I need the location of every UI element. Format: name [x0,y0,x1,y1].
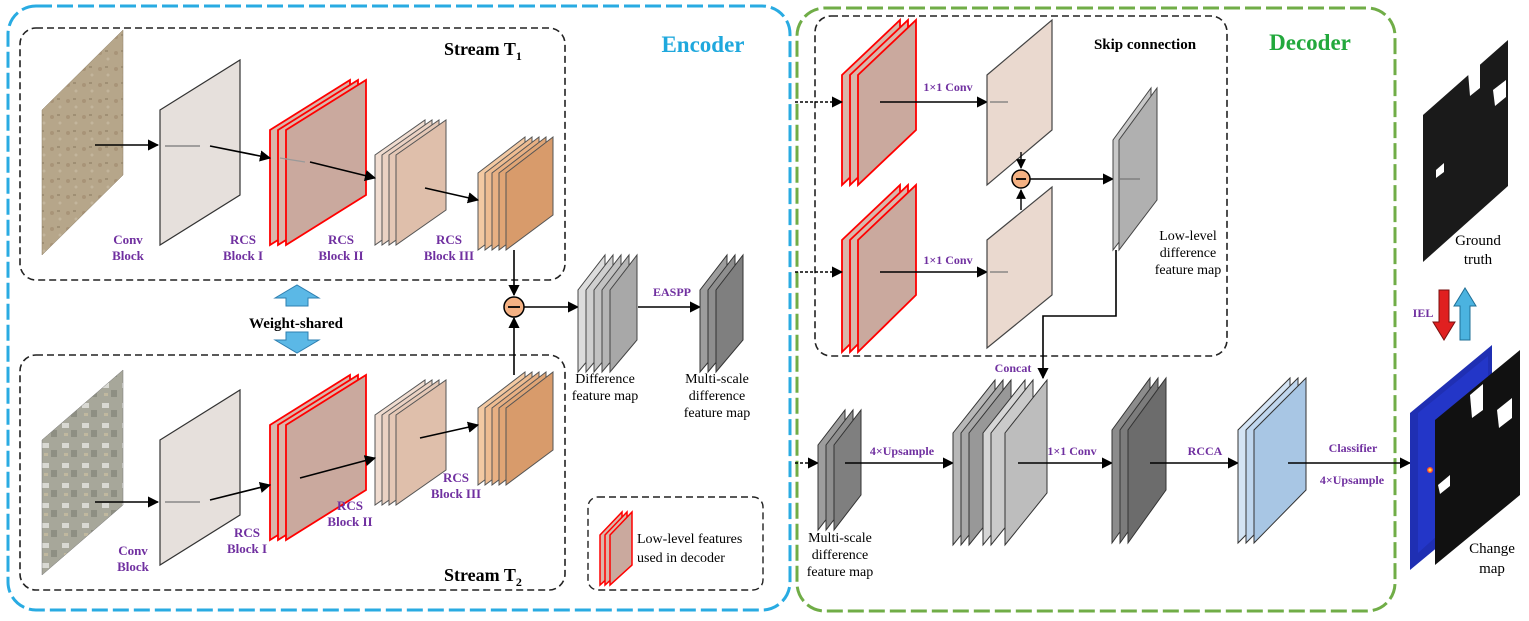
upsample1-label: 4×Upsample [870,444,935,458]
encoder-border [6,4,792,612]
skip-connection-frame [814,15,1228,357]
weight-shared-label: Weight-shared [249,316,344,332]
iel-label: IEL [1413,306,1434,320]
rcca-label: RCCA [1188,444,1223,458]
conv-plane-t2 [159,388,241,567]
skip-connection-label: Skip connection [1094,37,1197,53]
stream2-title: Stream T2 [444,565,522,589]
difference-feature-map [577,253,638,374]
input-image-t1 [41,29,124,256]
stream1-frame [19,27,566,281]
decoder-title: Decoder [1269,30,1351,55]
multiscale-feature-map-encoder [699,253,744,374]
down-red-arrow-icon [1432,289,1456,341]
conv1x1-top-plane [986,18,1053,187]
up-arrow-icon [273,284,321,307]
low-level-difference-map [1118,86,1158,252]
concat-feature-stack [982,378,1048,547]
low-level-red-block-t1 [841,17,917,188]
easpp-label: EASPP [653,285,691,299]
conv1x1-mid-label: 1×1 Conv [923,253,972,267]
rcs-block3-t1 [477,135,554,251]
conv-output-stack [1111,376,1167,545]
conv1x1-bottom-label: 1×1 Conv [1047,444,1096,458]
legend-red-block-icon [599,510,633,587]
rcs-block2-t2 [374,379,447,506]
stream1-title: Stream T1 [444,39,522,63]
conv1x1-top-label: 1×1 Conv [923,80,972,94]
change-map-image [1410,345,1520,570]
upsample2-label: 4×Upsample [1320,473,1385,487]
legend-box [587,496,764,591]
classifier-label: Classifier [1329,441,1378,455]
up-blue-arrow-icon [1453,287,1477,341]
encoder-title: Encoder [661,32,744,57]
concat-label: Concat [995,361,1032,375]
conv-plane-t1 [159,58,241,247]
ground-truth-image [1423,40,1508,262]
multiscale-feature-map-decoder [817,408,862,532]
input-image-t2 [41,369,124,576]
down-arrow-icon [273,331,321,354]
conv1x1-mid-plane [986,185,1053,350]
low-level-red-block-t2 [841,182,917,355]
rcca-output-stack [1237,376,1307,545]
stream2-frame [19,354,566,591]
rcs-block2-t1 [374,119,447,246]
rcs-block1-t1 [269,78,367,247]
rcs-block1-t2 [269,373,367,542]
rcs-block3-t2 [477,370,554,486]
